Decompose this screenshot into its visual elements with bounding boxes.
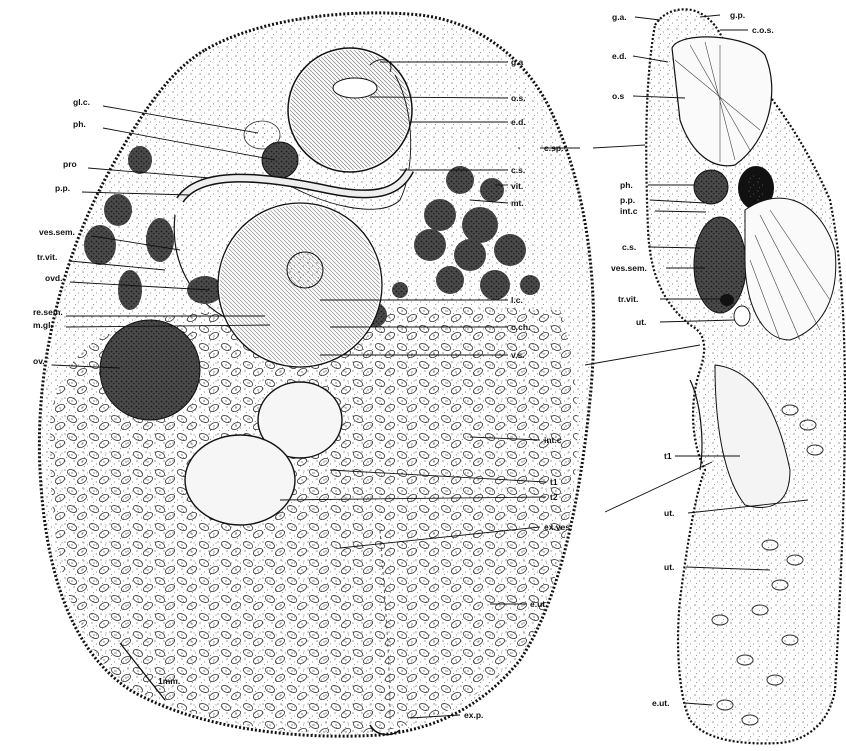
label-cirrus-sac: c.s. [511, 165, 525, 175]
label-mehlis-gland: m.gl. [33, 320, 53, 330]
label-excretory-pore: ex.p. [464, 710, 483, 720]
label-oviduct: ovd. [45, 273, 62, 283]
label-vesicula-seminalis: ves.sem. [39, 227, 75, 237]
section-label-oral-sucker: o.s [612, 91, 625, 101]
label-testis-2: t2 [550, 492, 558, 502]
sagittal-section [646, 9, 845, 743]
label-intestinal-caecum: int.c [544, 435, 562, 445]
label-genital-atrium: g.a [511, 57, 524, 67]
label-excretory-vesicle: ex.ves. [544, 522, 572, 532]
label-common-channel: c.ch. [511, 322, 530, 332]
section-label-uterus-2: ut. [664, 508, 674, 518]
section-pharynx [694, 170, 728, 204]
section-label-genital-pore: g.p. [730, 10, 745, 20]
section-label-uterus-3: ut. [664, 562, 674, 572]
section-label-pharynx: ph. [620, 180, 633, 190]
label-prostatic: pro [63, 159, 77, 169]
scale-bar-label: 1mm. [158, 676, 180, 686]
label-laurer-canal: l.c. [511, 295, 523, 305]
label-vitellaria: vit. [511, 181, 523, 191]
label-ventral-sucker: v.s. [511, 350, 525, 360]
label-transverse-vitelline: tr.vit. [37, 252, 57, 262]
label-pharynx: ph. [73, 119, 86, 129]
section-label-cuticular-oral-spines: c.o.s. [752, 25, 774, 35]
label-ovary: ov. [33, 356, 45, 366]
section-label-genital-atrium: g.a. [612, 12, 627, 22]
section-label-uterus-1: ut. [636, 317, 646, 327]
section-label-intestinal-caecum: int.c [620, 206, 638, 216]
label-receptaculum-seminis: re.sem. [33, 307, 63, 317]
label-uterine-eggs: e.ut [530, 599, 545, 609]
section-label-vesicula-seminalis: ves.sem. [611, 263, 647, 273]
label-testis-1: t1 [550, 477, 558, 487]
section-label-testis: t1 [664, 451, 672, 461]
label-ejaculatory-duct: e.d. [511, 117, 526, 127]
label-cuticular-spines: c.sp. [544, 143, 563, 153]
section-label-transverse-vitelline: tr.vit. [618, 294, 638, 304]
label-gland-cells: gl.c. [73, 97, 90, 107]
label-oral-sucker: o.s. [511, 93, 526, 103]
section-label-cirrus-sac: c.s. [622, 242, 636, 252]
ovary [100, 320, 200, 420]
label-pars-prostatica: p.p. [55, 183, 70, 193]
section-label-uterine-eggs: e.ut. [652, 698, 669, 708]
label-metraterm: mt. [511, 198, 524, 208]
section-label-ejaculatory-duct: e.d. [612, 51, 627, 61]
gland-cells [244, 121, 280, 149]
section-label-pars-prostatica: p.p. [620, 195, 635, 205]
testis-2 [185, 435, 295, 525]
